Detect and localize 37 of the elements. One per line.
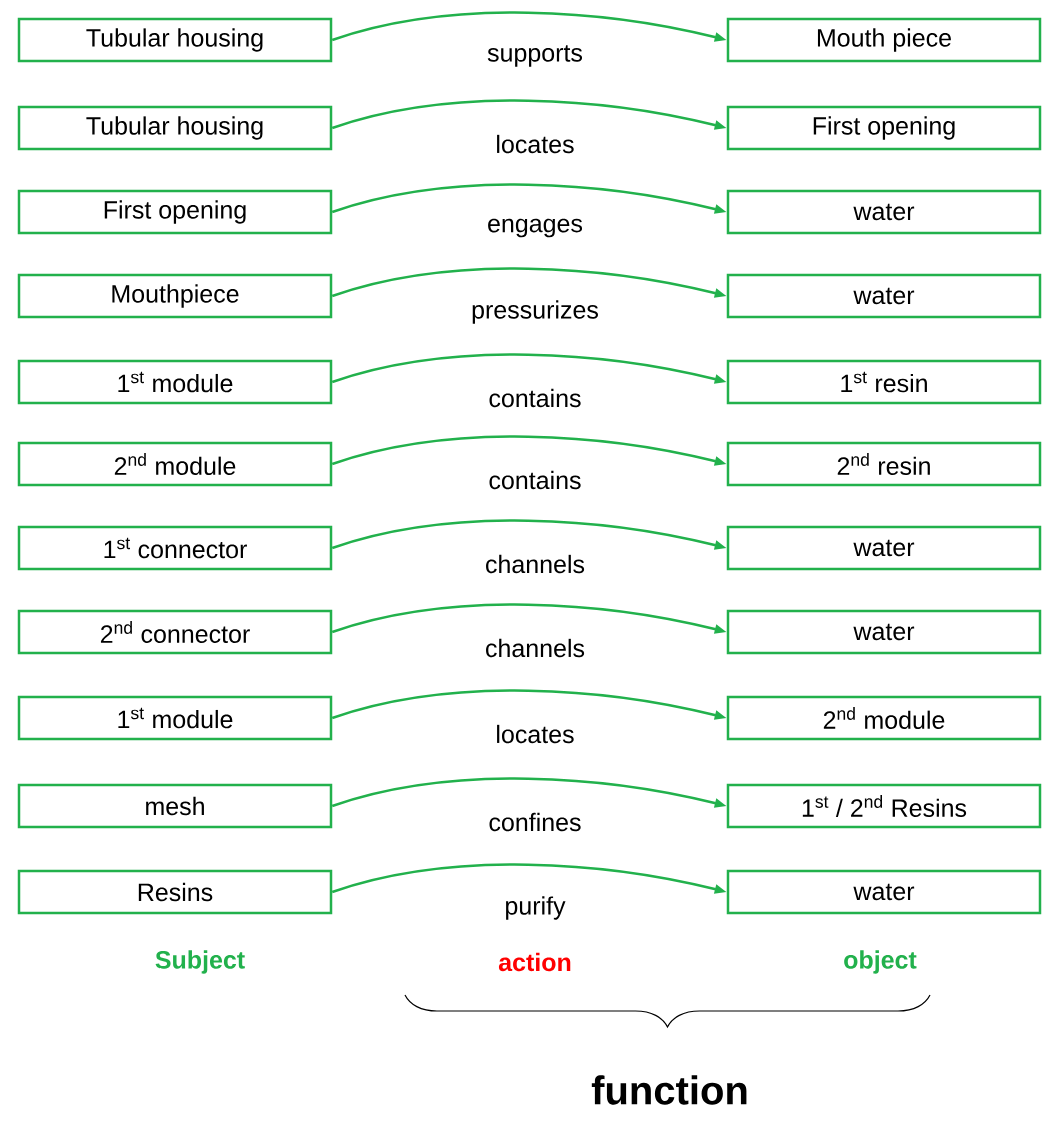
text-box: mesh — [17, 783, 333, 829]
edge-label: contains — [489, 470, 581, 490]
text-box: 1$^{st}$ module — [17, 695, 333, 741]
text-box: Mouthpiece — [17, 273, 333, 319]
text-box: water — [726, 609, 1042, 655]
edge-label: locates — [497, 724, 574, 744]
column-heading: object — [844, 950, 917, 974]
text-box: 1$^{st}$ connector — [17, 525, 333, 571]
text-box: Resins — [17, 869, 333, 915]
function-label: function — [591, 1075, 747, 1105]
text-box: water — [726, 189, 1042, 235]
text-box: Tubular housing — [17, 105, 333, 151]
text-box: 2$^{nd}$ resin — [726, 441, 1042, 487]
text-box: 1$^{st}$ resin — [726, 359, 1042, 405]
edge-label: purify — [506, 896, 566, 920]
text-box: 2$^{nd}$ connector — [17, 609, 333, 655]
text-box: Tubular housing — [17, 17, 333, 63]
edge-label: engages — [488, 218, 583, 238]
edge-label: locates — [497, 134, 574, 154]
text-box: 2$^{nd}$ module — [726, 695, 1042, 741]
text-box: First opening — [17, 189, 333, 235]
text-box: First opening — [726, 105, 1042, 151]
text-box: water — [726, 525, 1042, 571]
column-heading: Subject — [155, 950, 245, 974]
text-box: Mouth piece — [726, 17, 1042, 63]
text-box: 2$^{nd}$ module — [17, 441, 333, 487]
edge-label: channels — [486, 638, 585, 658]
text-box: 1$^{st}$ / 2$^{nd}$ Resins — [726, 783, 1042, 829]
edge-label: pressurizes — [472, 300, 598, 324]
text-box: water — [726, 869, 1042, 915]
edge-label: confines — [489, 812, 581, 832]
edge-label: contains — [489, 388, 581, 408]
text-box: 1$^{st}$ module — [17, 359, 333, 405]
column-heading: action — [498, 952, 571, 972]
edge-label: channels — [486, 554, 585, 574]
text-box: water — [726, 273, 1042, 319]
edge-label: supports — [487, 45, 582, 67]
